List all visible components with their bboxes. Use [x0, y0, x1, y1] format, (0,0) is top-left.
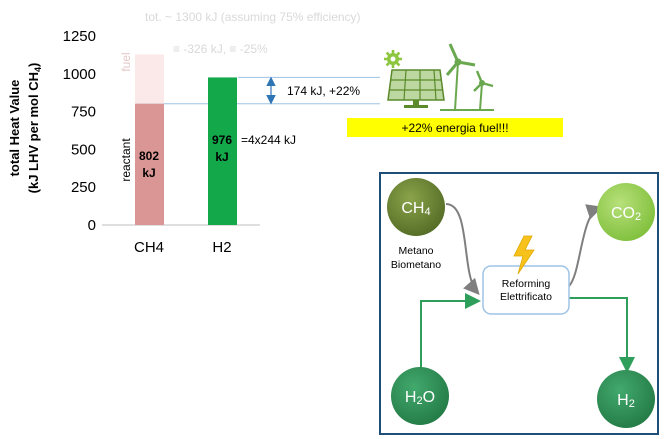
bar-ch4-reactant: [135, 103, 164, 225]
bar-ch4-fuel: [135, 54, 164, 104]
x-tick-labels: CH4 H2: [134, 239, 232, 256]
y-tick-labels: 0 250 500 750 1000 1250: [63, 28, 96, 234]
y-tick-label: 1250: [63, 28, 96, 45]
banner-box: [347, 118, 563, 137]
flow-h2o-to-reforming: [420, 293, 481, 370]
lightning-icon: [513, 235, 535, 275]
annotation-fuel-loss: ≡ -326 kJ, ≡ -25%: [173, 42, 268, 56]
annotation-h2-formula: =4x244 kJ: [241, 133, 296, 147]
flow-reforming-to-h2: [569, 297, 635, 373]
svg-text:CH4: CH4: [401, 200, 430, 218]
y-axis-title-line1: total Heat Value: [7, 80, 22, 177]
node-h2o: H2O: [391, 367, 449, 425]
label-ch4-unit: kJ: [142, 166, 155, 180]
reforming-label-line2: Elettrificato: [500, 291, 552, 303]
flow-reforming-to-co2: [568, 204, 603, 287]
node-co2: CO2: [597, 183, 655, 241]
bar-h2: [208, 77, 237, 225]
label-h2-unit: kJ: [215, 150, 228, 164]
label-ch4-value: 802: [139, 149, 159, 163]
gear-icon: [384, 50, 402, 68]
svg-text:H2O: H2O: [405, 389, 435, 407]
node-h2: H2: [597, 370, 655, 428]
node-ch4: CH4: [387, 178, 445, 236]
process-diagram-panel: CH4 CO2 H2O H2 Metano Biometano Reformin…: [379, 172, 659, 435]
y-axis-title-line2: (kJ LHV per mol CH4): [26, 63, 43, 194]
process-diagram: CH4 CO2 H2O H2 Metano Biometano Reformin…: [387, 178, 655, 428]
banner-text: +22% energia fuel!!!: [401, 121, 508, 135]
y-tick-label: 1000: [63, 66, 96, 83]
reforming-box: [482, 265, 570, 315]
label-h2-value: 976: [212, 133, 232, 147]
x-tick-label-ch4: CH4: [134, 239, 164, 256]
svg-text:CO2: CO2: [611, 205, 641, 223]
label-biometano: Biometano: [391, 259, 441, 271]
wind-turbine-icon: [440, 43, 494, 111]
label-reactant: reactant: [119, 138, 133, 182]
svg-text:H2: H2: [617, 392, 635, 410]
y-tick-label: 0: [88, 217, 96, 234]
x-tick-label-h2: H2: [212, 239, 231, 256]
reforming-label-line1: Reforming: [502, 278, 551, 290]
label-metano: Metano: [398, 245, 433, 257]
solar-panel-icon: [387, 69, 445, 108]
label-fuel: fuel: [119, 52, 133, 71]
y-tick-label: 500: [71, 141, 96, 158]
annotation-gain: 174 kJ, +22%: [287, 84, 360, 98]
y-tick-label: 250: [71, 179, 96, 196]
flow-ch4-to-reforming: [445, 203, 480, 295]
annotation-total: tot. ~ 1300 kJ (assuming 75% efficiency): [145, 10, 361, 24]
y-tick-label: 750: [71, 104, 96, 121]
